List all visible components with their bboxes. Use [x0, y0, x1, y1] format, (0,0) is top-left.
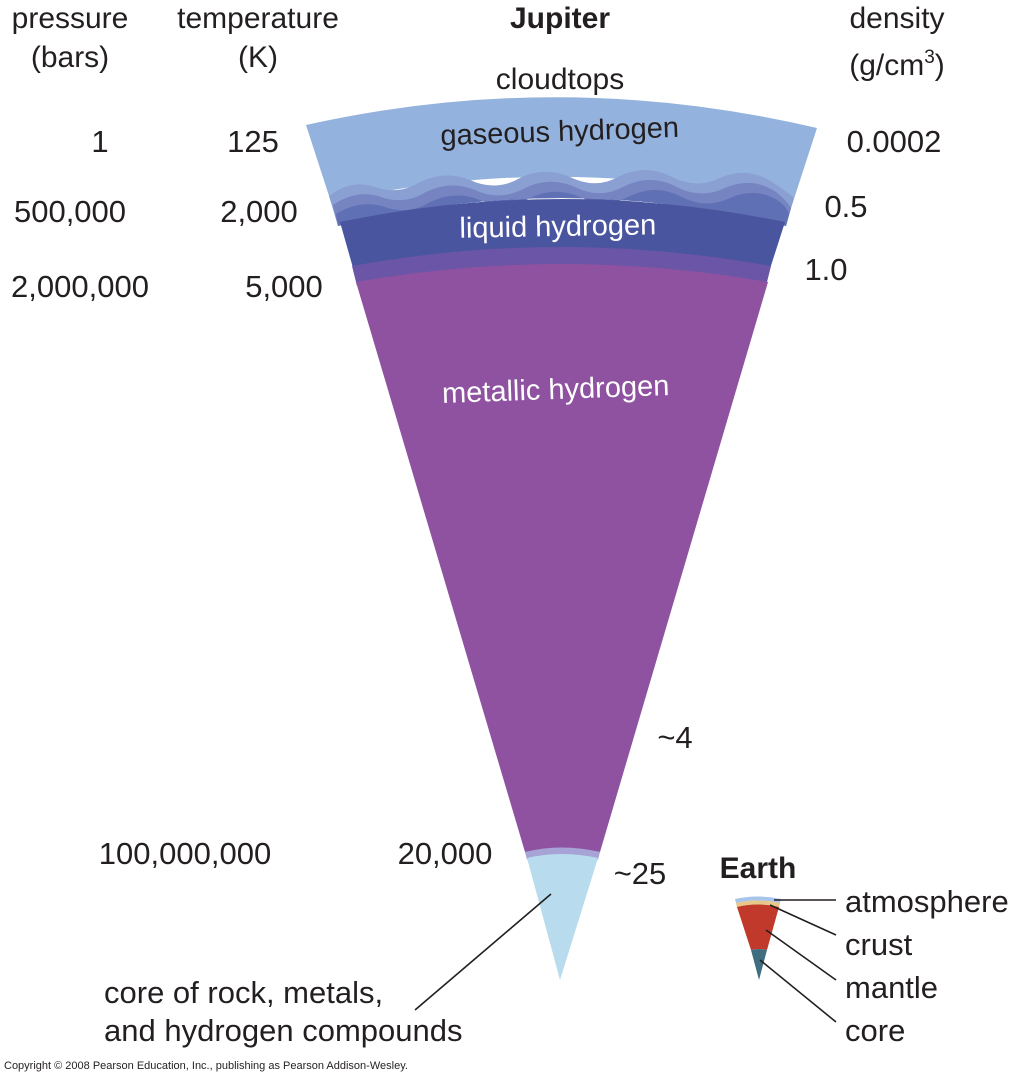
- temperature-value: 2,000: [220, 194, 298, 229]
- density-header: density: [849, 2, 944, 35]
- earth-crust-label: crust: [845, 927, 913, 962]
- copyright-notice: Copyright © 2008 Pearson Education, Inc.…: [4, 1060, 408, 1072]
- earth-wedge: [735, 896, 781, 980]
- density-unit-suffix: ): [935, 49, 945, 82]
- pressure-header: pressure: [12, 2, 129, 35]
- core-layer: [527, 854, 598, 980]
- metallic-hydrogen-label: metallic hydrogen: [442, 370, 670, 410]
- pressure-value: 2,000,000: [11, 269, 149, 304]
- core-label-line1: core of rock, metals,: [104, 975, 383, 1010]
- temperature-value: 125: [227, 124, 279, 159]
- density-value: 0.5: [824, 189, 867, 224]
- temperature-value: 20,000: [398, 836, 493, 871]
- pressure-unit: (bars): [31, 41, 109, 74]
- earth-core-layer: [751, 949, 767, 980]
- core-callout-line: [414, 893, 552, 1011]
- temperature-value: 5,000: [245, 269, 323, 304]
- planet-title: Jupiter: [510, 2, 610, 35]
- density-unit-sup: 3: [924, 47, 935, 68]
- jupiter-wedge: [306, 97, 817, 980]
- crust-leader: [769, 904, 837, 936]
- metallic-hydrogen-layer: [356, 264, 768, 852]
- earth-title: Earth: [720, 852, 797, 885]
- density-value: 1.0: [804, 252, 847, 287]
- density-unit: (g/cm3): [849, 47, 945, 82]
- earth-mantle-layer: [737, 904, 779, 950]
- density-unit-prefix: (g/cm: [849, 49, 924, 82]
- core-label-line2: and hydrogen compounds: [104, 1013, 462, 1048]
- core-leader: [759, 959, 837, 1023]
- gaseous-liquid-transition-middle: [333, 180, 791, 226]
- cloudtops-label: cloudtops: [496, 63, 624, 96]
- earth-mantle-label: mantle: [845, 970, 938, 1005]
- earth-atmosphere-layer: [735, 896, 781, 903]
- density-value: ~4: [657, 720, 692, 755]
- pressure-value: 1: [91, 124, 108, 159]
- gaseous-liquid-transition-inner: [336, 190, 789, 226]
- earth-core-label: core: [845, 1013, 905, 1048]
- pressure-value: 100,000,000: [99, 836, 271, 871]
- mantle-leader: [765, 929, 837, 981]
- pressure-value: 500,000: [14, 194, 126, 229]
- density-value: 0.0002: [847, 124, 942, 159]
- temperature-unit: (K): [238, 41, 278, 74]
- temperature-header: temperature: [177, 2, 339, 35]
- liquid-hydrogen-label: liquid hydrogen: [459, 209, 656, 244]
- earth-atmosphere-label: atmosphere: [845, 884, 1009, 919]
- density-value: ~25: [614, 856, 667, 891]
